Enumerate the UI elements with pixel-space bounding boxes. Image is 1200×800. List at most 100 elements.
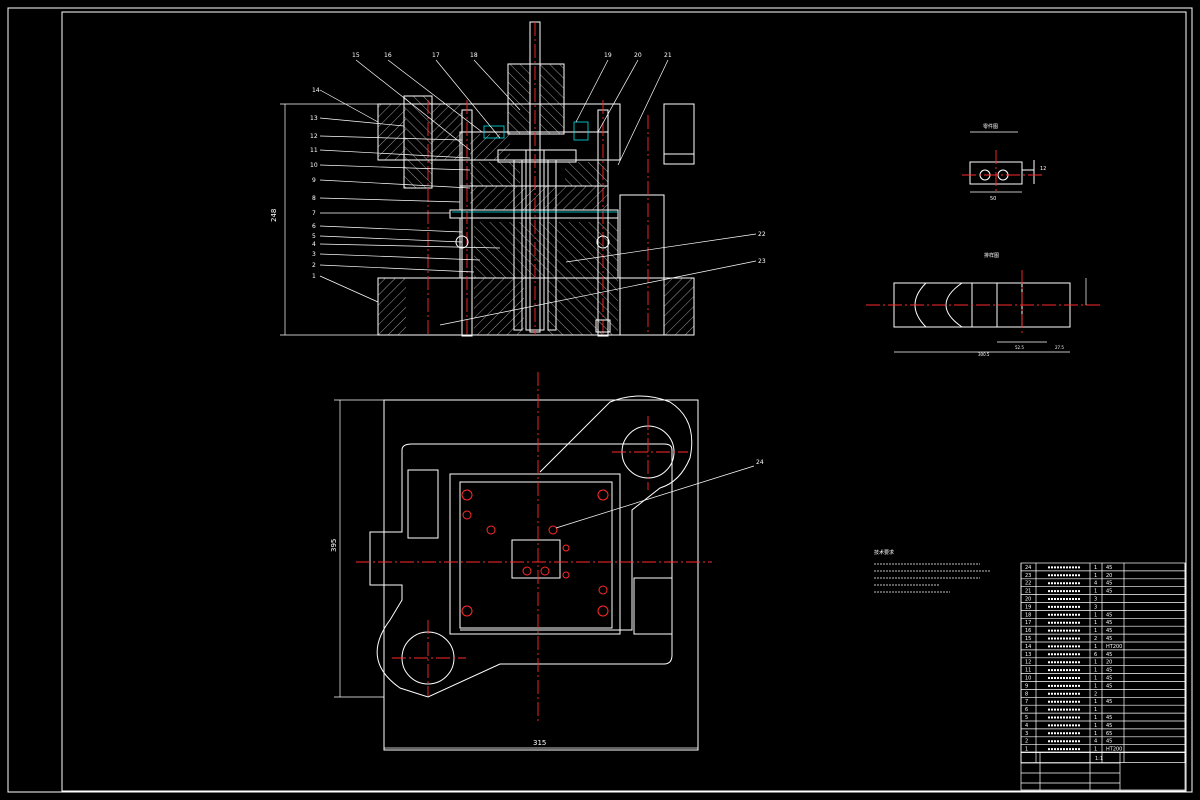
bom-item-qty: 1 [1094, 660, 1097, 666]
bom-item-number: 18 [1025, 612, 1031, 618]
bom-item-material: 45 [1106, 723, 1112, 729]
bom-item-qty: 1 [1094, 707, 1097, 713]
plan-view: 395 315 24 [330, 372, 764, 751]
callouts-top: 15 16 17 18 19 20 21 [352, 52, 672, 166]
bom-item-material: 45 [1106, 581, 1112, 587]
inner-drawing-frame [61, 11, 1187, 792]
dim-plan-width: 315 [533, 739, 546, 747]
bom-item-number: 22 [1025, 581, 1031, 587]
bom-item-number: 9 [1025, 683, 1028, 689]
callout-4: 4 [312, 241, 316, 248]
bom-item-qty: 1 [1094, 620, 1097, 626]
callout-7: 7 [312, 210, 316, 217]
callout-21: 21 [664, 52, 672, 59]
callout-6: 6 [312, 223, 316, 230]
callout-11: 11 [310, 147, 318, 154]
bom-item-number: 16 [1025, 628, 1031, 634]
dim-part-height: 12 [1040, 166, 1046, 172]
bom-item-qty: 1 [1094, 683, 1097, 689]
bom-item-material: 45 [1106, 565, 1112, 571]
bom-item-number: 17 [1025, 620, 1031, 626]
bom-item-number: 8 [1025, 691, 1028, 697]
dim-part-width: 50 [990, 196, 996, 202]
bom-item-material: 45 [1106, 668, 1112, 674]
bom-item-material: 45 [1106, 676, 1112, 682]
bom-item-material: 45 [1106, 739, 1112, 745]
bom-item-qty: 6 [1094, 652, 1097, 658]
bom-item-qty: 4 [1094, 739, 1097, 745]
bom-item-qty: 1 [1094, 668, 1097, 674]
bom-item-material: 45 [1106, 628, 1112, 634]
callout-16: 16 [384, 52, 392, 59]
bom-item-material: HT200 [1106, 644, 1122, 650]
bom-item-number: 20 [1025, 597, 1031, 603]
bom-item-number: 1 [1025, 747, 1028, 753]
notes-title: 技术要求 [874, 549, 894, 556]
bom-item-qty: 1 [1094, 731, 1097, 737]
bom-frame [1020, 562, 1186, 763]
dim-strip-pitch-2: 27.5 [1055, 345, 1064, 350]
bom-item-qty: 1 [1094, 747, 1097, 753]
bom-item-qty: 2 [1094, 691, 1097, 697]
bom-item-qty: 1 [1094, 699, 1097, 705]
bom-item-material: 20 [1106, 573, 1112, 579]
bom-item-material: HT200 [1106, 747, 1122, 753]
title-block: 1:1 [1020, 751, 1186, 791]
bom-item-material: 20 [1106, 660, 1112, 666]
bom-item-material: 45 [1106, 589, 1112, 595]
callout-5: 5 [312, 233, 316, 240]
bom-item-number: 13 [1025, 652, 1031, 658]
bom-item-number: 24 [1025, 565, 1031, 571]
callout-23: 23 [758, 258, 766, 265]
callout-22: 22 [758, 231, 766, 238]
bom-item-qty: 1 [1094, 723, 1097, 729]
callout-15: 15 [352, 52, 360, 59]
bom-item-material: 45 [1106, 699, 1112, 705]
section-view: 2 4 8 [270, 21, 695, 337]
bom-item-qty: 1 [1094, 644, 1097, 650]
technical-notes: 技术要求 [874, 549, 990, 593]
strip-view-title: 排样图 [984, 252, 999, 259]
callout-9: 9 [312, 177, 316, 184]
bom-item-number: 4 [1025, 723, 1028, 729]
callout-18: 18 [470, 52, 478, 59]
callout-2: 2 [312, 262, 316, 269]
callout-12: 12 [310, 133, 318, 140]
callouts-right: 22 23 [439, 231, 766, 326]
bom-item-qty: 1 [1094, 612, 1097, 618]
bom-item-qty: 3 [1094, 597, 1097, 603]
bom-item-number: 3 [1025, 731, 1028, 737]
dim-section-height: 248 [270, 209, 278, 222]
bom-item-material: 45 [1106, 636, 1112, 642]
callout-8: 8 [312, 195, 316, 202]
callout-19: 19 [604, 52, 612, 59]
bom-item-number: 23 [1025, 573, 1031, 579]
bom-item-material: 45 [1106, 652, 1112, 658]
bom-item-material: 65 [1106, 731, 1112, 737]
bom-item-number: 19 [1025, 604, 1031, 610]
bom-item-qty: 1 [1094, 573, 1097, 579]
bom-item-qty: 1 [1094, 676, 1097, 682]
callout-24: 24 [756, 459, 764, 466]
callout-10: 10 [310, 162, 318, 169]
bom-item-qty: 1 [1094, 628, 1097, 634]
bom-item-number: 5 [1025, 715, 1028, 721]
dim-strip-total: 300.5 [978, 352, 990, 357]
bom-item-number: 2 [1025, 739, 1028, 745]
callout-17: 17 [432, 52, 440, 59]
bom-item-material: 45 [1106, 612, 1112, 618]
outer-sheet-border [7, 7, 1193, 793]
part-view: 零件图 12 50 [962, 123, 1046, 202]
bom-item-number: 7 [1025, 699, 1028, 705]
bom-item-number: 10 [1025, 676, 1031, 682]
bom-item-number: 15 [1025, 636, 1031, 642]
bom-item-qty: 1 [1094, 565, 1097, 571]
callout-13: 13 [310, 115, 318, 122]
dim-strip-pitch-1: 52.5 [1015, 345, 1024, 350]
bom-item-number: 14 [1025, 644, 1031, 650]
part-view-title: 零件图 [983, 123, 998, 130]
dim-plan-height: 395 [330, 539, 338, 552]
bom-item-number: 11 [1025, 668, 1031, 674]
